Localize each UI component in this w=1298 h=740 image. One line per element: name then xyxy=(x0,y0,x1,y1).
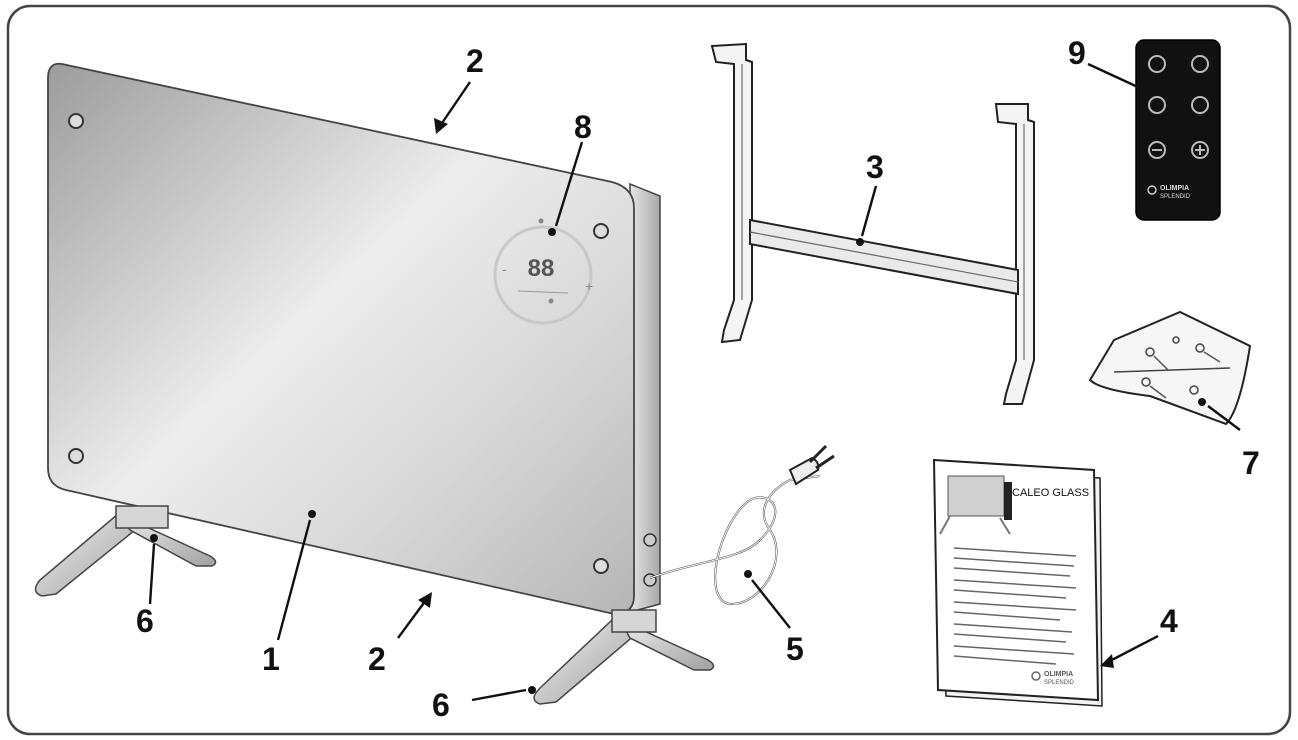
callout-8: 8 xyxy=(574,109,592,145)
remote-logo-icon xyxy=(1147,185,1157,195)
control-panel: 88 - + xyxy=(493,218,593,325)
control-ring xyxy=(493,225,593,325)
control-minus-icon: - xyxy=(502,261,507,277)
foot-right xyxy=(533,609,715,705)
power-cord xyxy=(649,444,835,606)
power-plug xyxy=(788,444,835,486)
remote-minus-button xyxy=(1148,141,1166,159)
manual-logo-icon xyxy=(1031,671,1041,681)
remote-power-button xyxy=(1148,55,1166,73)
manual-brand-bottom: SPLENDID xyxy=(1044,680,1075,686)
callout-6-right: 6 xyxy=(432,687,450,723)
leader-lines xyxy=(148,62,1241,702)
remote-fan-button xyxy=(1148,96,1166,114)
remote-control: OLIMPIA SPLENDID xyxy=(1135,39,1221,221)
callout-3: 3 xyxy=(866,149,884,185)
heater-unit: 88 - + xyxy=(34,62,715,705)
callout-9: 9 xyxy=(1068,35,1086,71)
callout-6-left: 6 xyxy=(136,603,154,639)
control-plus-icon: + xyxy=(585,278,593,294)
callout-labels: 1 2 2 3 4 5 6 6 7 8 9 xyxy=(136,35,1260,723)
callout-5: 5 xyxy=(786,631,804,667)
callout-7: 7 xyxy=(1242,445,1260,481)
side-connector-upper xyxy=(643,533,657,547)
callout-2-top: 2 xyxy=(466,43,484,79)
control-dot-top xyxy=(538,218,544,224)
user-manual: CALEO GLASS OLIMPIA SPLENDID xyxy=(932,458,1103,707)
callout-4: 4 xyxy=(1160,603,1178,639)
manual-text-lines xyxy=(953,547,1077,665)
screw-top-right xyxy=(593,223,609,239)
screw-bottom-right xyxy=(593,558,609,574)
screw-bottom-left xyxy=(68,448,84,464)
remote-body xyxy=(1135,39,1221,221)
screw-bag xyxy=(1088,310,1252,426)
remote-mode-button xyxy=(1191,55,1209,73)
control-divider xyxy=(517,290,569,294)
control-dot-bottom xyxy=(548,298,554,304)
remote-plus-button xyxy=(1191,141,1209,159)
wall-bracket xyxy=(710,42,1035,405)
digit-display: 88 xyxy=(528,255,555,282)
remote-brand-bottom: SPLENDID xyxy=(1160,194,1191,200)
foot-left xyxy=(34,505,217,597)
manual-brand-top: OLIMPIA xyxy=(1044,671,1073,678)
remote-timer-button xyxy=(1191,96,1209,114)
manual-title: CALEO GLASS xyxy=(1012,487,1089,499)
remote-brand-top: OLIMPIA xyxy=(1160,185,1189,192)
screw-top-left xyxy=(68,113,84,129)
callout-1: 1 xyxy=(262,641,280,677)
callout-2-bottom: 2 xyxy=(368,641,386,677)
